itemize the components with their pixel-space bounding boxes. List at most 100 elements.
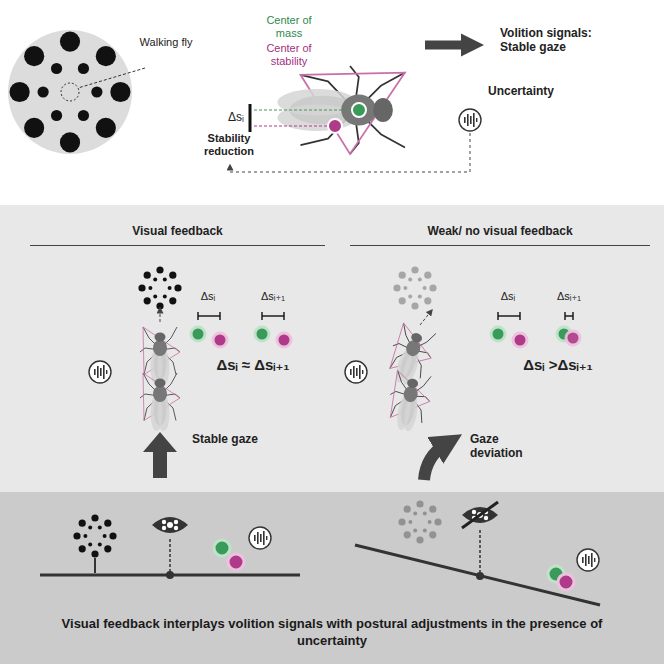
label-text: Walking fly	[140, 36, 193, 48]
line-shape	[572, 312, 573, 320]
use-shape	[152, 517, 188, 533]
line-shape	[498, 315, 520, 316]
label-text: Δsᵢ >Δsᵢ₊₁	[523, 356, 593, 373]
bottom-band	[0, 492, 664, 664]
line-shape	[355, 545, 600, 605]
label-text: Δsᵢ₊₁	[261, 290, 285, 302]
label-text: Δsᵢ	[228, 110, 244, 124]
caption: Visual feedback interplays volition sign…	[52, 616, 612, 650]
gaze-arrow	[160, 308, 161, 322]
label-text: Volition signals: Stable gaze	[500, 26, 592, 54]
delta-label: Δsᵢ	[206, 110, 244, 124]
use-shape	[398, 500, 441, 543]
delta-label: Δsᵢ₊₁	[250, 290, 296, 303]
use-shape	[393, 266, 436, 309]
delta-bars	[198, 312, 284, 320]
line-shape	[169, 539, 171, 572]
line-shape	[479, 530, 481, 572]
line-shape	[564, 312, 565, 320]
use-shape	[10, 32, 131, 153]
line-shape	[262, 315, 284, 316]
circle-shape	[213, 333, 227, 347]
circle-shape	[566, 331, 580, 345]
delta-label: Δsᵢ	[190, 290, 226, 303]
circle-shape	[476, 572, 484, 580]
delta-label: Δsᵢ₊₁	[546, 290, 592, 303]
delta-relation: Δsᵢ >Δsᵢ₊₁	[488, 356, 628, 374]
line-shape	[219, 312, 220, 320]
heading-text: Visual feedback	[30, 224, 325, 238]
line-shape	[78, 68, 145, 88]
effect-label: Stability reduction	[188, 132, 270, 158]
outcome-label: Gaze deviation	[470, 432, 550, 461]
delta-label: Δsᵢ	[490, 290, 526, 303]
figure-label: Walking fly	[138, 36, 194, 49]
label-text: Δsᵢ ≈ Δsᵢ₊₁	[216, 356, 289, 373]
circle-shape	[8, 30, 132, 154]
label-text: Stable gaze	[192, 432, 258, 446]
circle-shape	[228, 554, 244, 570]
use-shape	[140, 327, 180, 385]
label-text: Gaze deviation	[470, 432, 523, 460]
feedback-arrow	[230, 133, 470, 172]
use-shape	[459, 109, 481, 131]
center-of-mass	[352, 103, 366, 117]
circle-shape	[513, 333, 527, 347]
label-text: Δsᵢ₊₁	[557, 290, 581, 302]
caption-text: Visual feedback interplays volition sign…	[62, 616, 603, 648]
line-shape	[198, 315, 220, 316]
panel-heading: Visual feedback	[30, 224, 325, 246]
delta-bar	[249, 104, 252, 132]
seesaw-tilted	[355, 500, 600, 605]
circle-shape	[277, 333, 291, 347]
label-text: Δsᵢ	[501, 290, 516, 302]
use-shape	[73, 514, 116, 557]
deviation-arrow	[424, 444, 446, 480]
volition-arrow	[425, 41, 470, 50]
circle-shape	[214, 540, 230, 556]
delta-bars	[498, 312, 573, 320]
use-shape	[345, 361, 367, 383]
use-shape	[577, 549, 599, 571]
volition-label: Volition signals: Stable gaze	[500, 26, 618, 55]
com-line	[254, 110, 352, 111]
line-shape	[94, 558, 96, 573]
label-text: Stability reduction	[204, 132, 254, 157]
circle-shape	[255, 327, 269, 341]
circle-shape	[61, 83, 79, 101]
arena	[8, 30, 145, 154]
line-shape	[462, 502, 498, 528]
cos-line	[254, 126, 330, 127]
stable-arrow	[143, 432, 177, 478]
line-shape	[497, 312, 498, 320]
line-shape	[261, 312, 262, 320]
panel-heading: Weak/ no visual feedback	[350, 224, 650, 246]
line-shape	[519, 312, 520, 320]
center-of-stability	[328, 119, 342, 133]
middle-band	[0, 205, 664, 492]
label-text: Δsᵢ	[201, 290, 216, 302]
line-shape	[283, 312, 284, 320]
use-shape	[89, 361, 111, 383]
line-shape	[565, 315, 573, 316]
use-shape	[140, 373, 180, 431]
uncertainty-label: Uncertainty	[488, 84, 578, 98]
circle-shape	[191, 327, 205, 341]
gaze-arrow	[420, 310, 432, 325]
outcome-label: Stable gaze	[192, 432, 262, 446]
circle-shape	[166, 571, 174, 579]
use-shape	[138, 266, 181, 309]
label-text: Uncertainty	[488, 84, 554, 98]
seesaw-stable	[40, 514, 300, 579]
legend-label: Center of stability	[258, 42, 320, 68]
label-text: Center of mass	[266, 14, 311, 39]
circle-shape	[558, 574, 574, 590]
label-text: Center of stability	[266, 42, 311, 67]
legend-label: Center of mass	[258, 14, 320, 40]
line-shape	[197, 312, 198, 320]
heading-text: Weak/ no visual feedback	[350, 224, 650, 238]
circle-shape	[491, 327, 505, 341]
delta-relation: Δsᵢ ≈ Δsᵢ₊₁	[188, 356, 318, 374]
